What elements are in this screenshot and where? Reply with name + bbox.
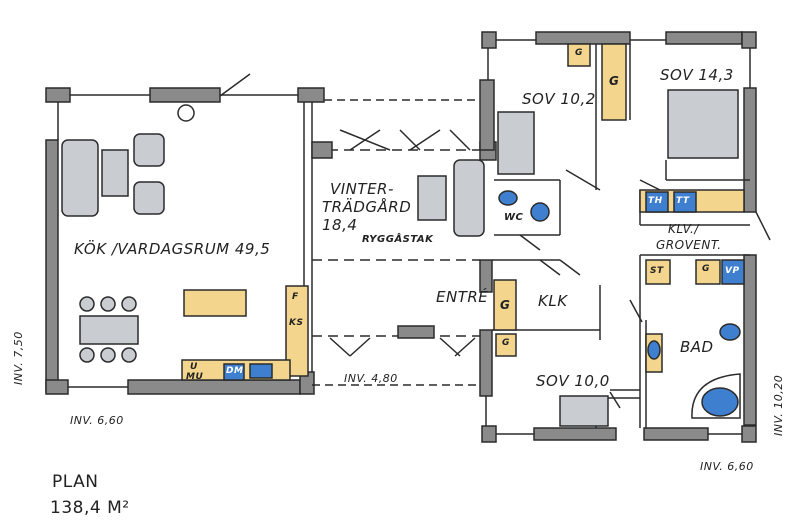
wall-left [45,139,59,393]
wall-entry-post [397,325,435,339]
dryer [645,191,669,213]
room-label-entre: ENTRÉ [436,288,489,306]
fixture-label-ks: KS [289,318,304,328]
fixture-label-th: TH [648,196,663,206]
dimension-middle-width: INV. 4,80 [344,372,398,385]
wall-left-top-window [149,87,221,103]
heat-pump [721,259,745,285]
cabinet-g2 [601,43,627,121]
wall-right-side-lower [743,254,757,426]
room-label-klv2: GROVENT. [656,238,722,252]
armchair-top [133,133,165,167]
room-label-sov102: SOV 10,2 [522,90,596,108]
wall-left-bottom [127,379,301,395]
bed-sov102 [497,111,535,175]
fixture-label-st: ST [650,266,664,276]
room-label-sov143: SOV 14,3 [660,66,734,84]
winter-sofa [453,159,485,237]
dimension-right-width: INV. 6,60 [700,460,754,473]
fixture-label-tt: TT [676,196,690,206]
wall-left-bottom-stub [45,379,69,395]
cabinet-g-entry2 [495,333,517,357]
wall-right-side-left-mid [479,259,493,293]
plan-title: PLAN [52,472,99,492]
cabinet-st [645,259,671,285]
fixture-label-g3: G [702,264,710,274]
fixture-label-g-entry: G [500,298,511,312]
room-label-wc: WC [504,212,524,223]
fixture-label-mu: MU [186,372,204,382]
bed-sov143 [667,89,739,159]
room-label-winter-2: TRÄDGÅRD [322,198,412,216]
wall-left-top-stub [45,87,71,103]
wall-winter-left-post [311,141,333,159]
room-label-klv1: KLV./ [668,222,699,236]
label-ryggastak: RYGGÅSTAK [362,234,434,245]
coffee-table [101,149,129,197]
fixture-label-u: U [190,362,198,372]
dining-table [79,315,139,345]
wall-left-top-right [297,87,325,103]
fixture-label-vp: VP [725,266,740,276]
fixture-label-g-entry2: G [502,338,510,348]
kitchen-island [183,289,247,317]
bed-sov100 [559,395,609,427]
fixture-label-g2: G [609,74,620,88]
kitchen-counter-right [285,285,309,377]
plan-area: 138,4 M² [50,498,130,518]
dimension-left-width: INV. 6,60 [70,414,124,427]
dimension-left-height: INV. 7,50 [12,331,25,385]
wall-right-top-window1 [535,31,631,45]
room-label-kitchen: KÖK /VARDAGSRUM 49,5 [74,240,271,258]
bath-toilet [719,323,741,341]
dishwasher [223,363,245,381]
washer [673,191,697,213]
fixture-label-dm: DM [226,366,244,376]
sink-kitchen [249,363,273,379]
fixture-label-g1: G [575,48,583,58]
room-label-bad: BAD [680,338,714,356]
room-label-klk: KLK [538,292,568,310]
stove [177,104,195,122]
room-label-sov100: SOV 10,0 [536,372,610,390]
wc-sink [498,190,518,206]
room-label-winter-3: 18,4 [322,216,358,234]
wall-right-side-left-upper [479,79,495,151]
wall-right-top-right [741,31,757,49]
dimension-right-height: INV. 10,20 [772,374,785,436]
bath-sink [647,340,661,360]
cabinet-g3 [695,259,721,285]
sofa-left [61,139,99,217]
wc-toilet [530,202,550,222]
room-label-winter-1: VINTER- [330,180,394,198]
cabinet-g-entry [493,279,517,331]
wall-right-top-window2 [665,31,743,45]
wall-right-corner-br [741,425,757,443]
cabinet-g1 [567,43,591,67]
wall-right-top-left [481,31,497,49]
wall-right-side-upper [743,87,757,213]
wall-right-side-left-lower [479,329,493,397]
fixture-label-f: F [292,292,299,302]
wall-right-bottom-window1 [533,427,617,441]
winter-table [417,175,447,221]
armchair-bottom [133,181,165,215]
wall-right-bottom-window2 [643,427,709,441]
wall-right-corner-bl [481,425,497,443]
